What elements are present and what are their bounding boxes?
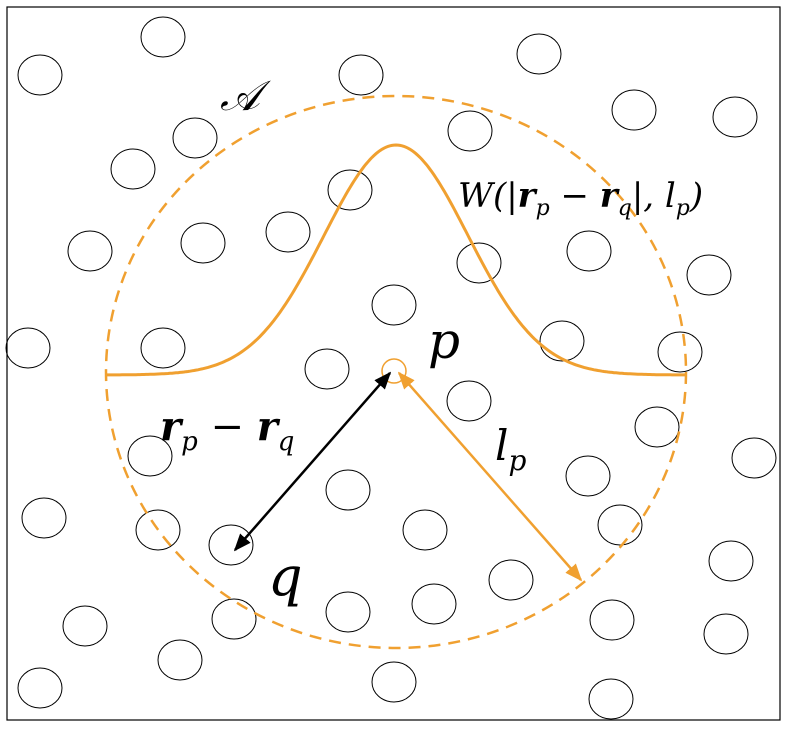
smoothing-length-arrow [397, 371, 583, 582]
particle [411, 583, 457, 625]
distance-arrow [233, 371, 392, 552]
kernel-label: W(|𝒓p − 𝒓q|, lp) [458, 176, 703, 221]
particle [304, 348, 350, 390]
particle [211, 598, 257, 640]
particle [488, 559, 534, 601]
particle [703, 613, 749, 655]
particle [446, 380, 492, 422]
particle [338, 54, 384, 96]
particle [657, 331, 703, 373]
particle [208, 524, 254, 566]
particle [456, 242, 502, 284]
p-label: p [428, 312, 460, 370]
particle [634, 406, 680, 448]
particle [327, 169, 373, 211]
particle [597, 504, 643, 546]
particle [566, 230, 612, 272]
particles [5, 16, 777, 720]
particle [686, 254, 732, 296]
particle [21, 497, 67, 539]
particle [589, 599, 635, 641]
particle [180, 222, 226, 264]
particle [402, 509, 448, 551]
particle [17, 667, 63, 709]
particle [135, 509, 181, 551]
particle [371, 284, 417, 326]
kernel-curve [106, 143, 686, 377]
particle [325, 469, 371, 511]
particle [17, 54, 63, 96]
particle [611, 89, 657, 131]
region-label: 𝒜 [220, 71, 271, 120]
particle [172, 117, 218, 159]
particle [708, 540, 754, 582]
particle [265, 211, 311, 253]
particle [325, 591, 371, 633]
particle [157, 639, 203, 681]
support-domain-circle [104, 94, 688, 650]
particle [712, 96, 758, 138]
particle [140, 16, 186, 58]
particle [5, 327, 51, 369]
particle [731, 437, 777, 479]
particle [588, 678, 634, 720]
particle-p [381, 358, 407, 384]
particle [140, 327, 186, 369]
q-label: q [268, 545, 303, 608]
particle [565, 455, 611, 497]
particle [110, 148, 156, 190]
particle [62, 605, 108, 647]
particle [67, 230, 113, 272]
particle [516, 33, 562, 75]
frame [6, 6, 781, 721]
smoothing-length-label: lp [495, 421, 526, 477]
particle [127, 435, 173, 477]
particle [539, 320, 585, 362]
particle [371, 661, 417, 703]
distance-label: 𝒓p − 𝒓q [160, 403, 294, 457]
particle [447, 110, 493, 152]
